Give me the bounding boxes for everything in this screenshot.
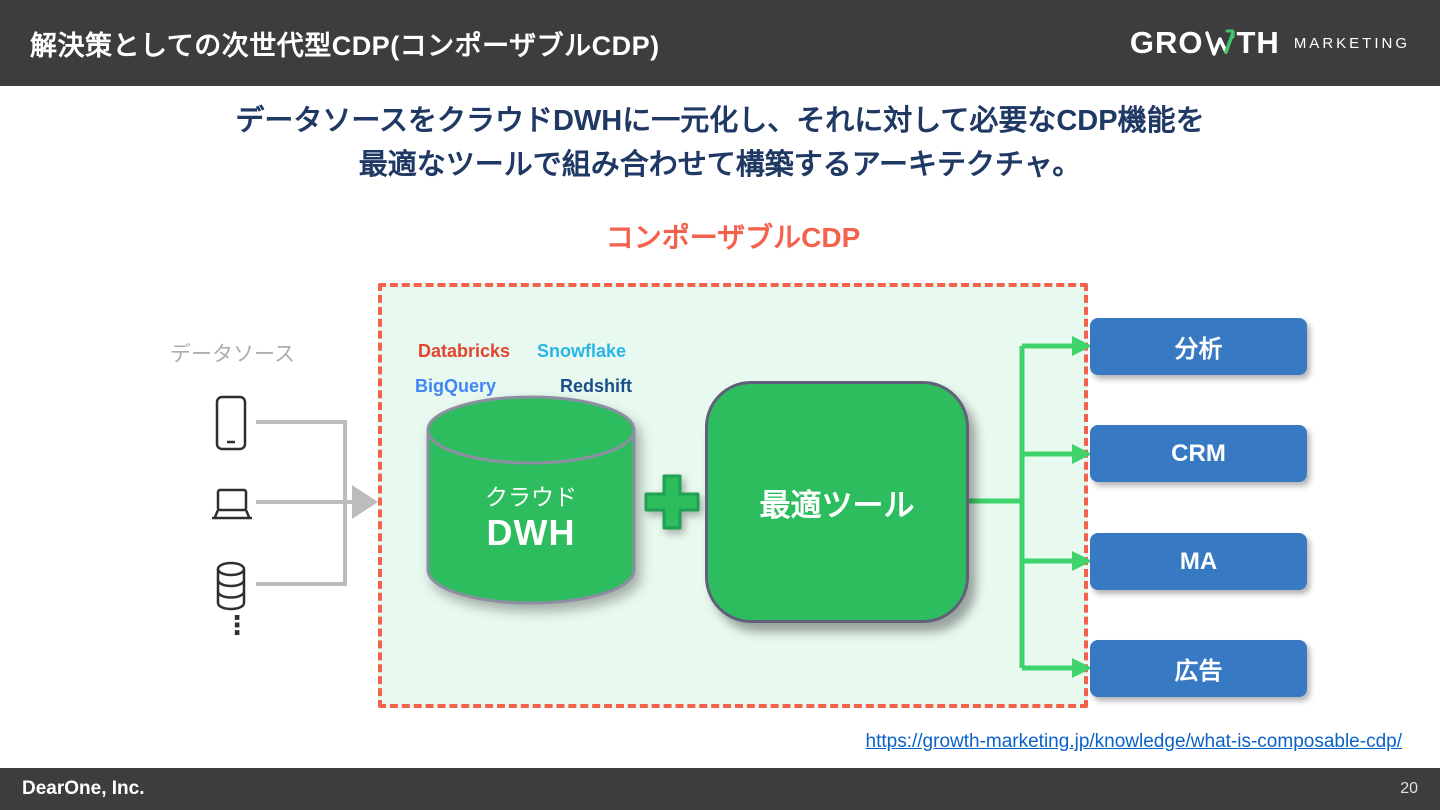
logo-gro: GRO (1129, 25, 1204, 60)
main-heading: データソースをクラウドDWHに一元化し、それに対して必要なCDP機能を 最適なツ… (0, 100, 1440, 187)
optimal-tool-box: 最適ツール (705, 381, 969, 623)
vendor-label-snowflake: Snowflake (537, 341, 627, 361)
cloud-dwh-label-line1: クラウド (485, 484, 577, 510)
vendor-label-bigquery: BigQuery (415, 376, 497, 396)
output-box-analytics: 分析 (1090, 318, 1307, 375)
page-title: 解決策としての次世代型CDP(コンポーザブルCDP) (30, 30, 660, 61)
more-sources-ellipsis: ⋮ (224, 610, 250, 640)
plus-icon (644, 474, 700, 530)
output-box-ma: MA (1090, 533, 1307, 590)
logo-growth-text: GRO TH (1130, 25, 1280, 61)
vendor-label-databricks: Databricks (418, 341, 511, 361)
logo-marketing-text: MARKETING (1293, 34, 1410, 52)
cloud-dwh-cylinder: クラウド DWH (423, 392, 639, 610)
laptop-icon (209, 487, 255, 530)
diagram-title: コンポーザブルCDP (605, 222, 861, 253)
main-heading-line1: データソースをクラウドDWHに一元化し、それに対して必要なCDP機能を (235, 105, 1205, 137)
logo-th: TH (1236, 25, 1280, 60)
source-link[interactable]: https://growth-marketing.jp/knowledge/wh… (865, 731, 1402, 752)
smartphone-icon (214, 395, 248, 456)
vendor-label-redshift: Redshift (560, 376, 632, 396)
cloud-dwh-label: クラウド DWH (423, 478, 639, 554)
datasource-label: データソース (170, 343, 295, 366)
page-number: 20 (1400, 780, 1418, 797)
header-bar: 解決策としての次世代型CDP(コンポーザブルCDP) GRO TH MARKET… (0, 0, 1440, 86)
database-icon (214, 560, 248, 617)
growth-arrow-w-icon (1205, 29, 1236, 56)
company-name: DearOne, Inc. (22, 778, 145, 799)
cloud-dwh-label-line2: DWH (486, 512, 576, 553)
footer-bar: DearOne, Inc. 20 (0, 768, 1440, 810)
output-box-crm: CRM (1090, 425, 1307, 482)
growth-marketing-logo: GRO TH MARKETING (1130, 25, 1410, 61)
main-heading-line2: 最適なツールで組み合わせて構築するアーキテクチャ。 (358, 148, 1082, 181)
output-box-ad: 広告 (1090, 640, 1307, 697)
